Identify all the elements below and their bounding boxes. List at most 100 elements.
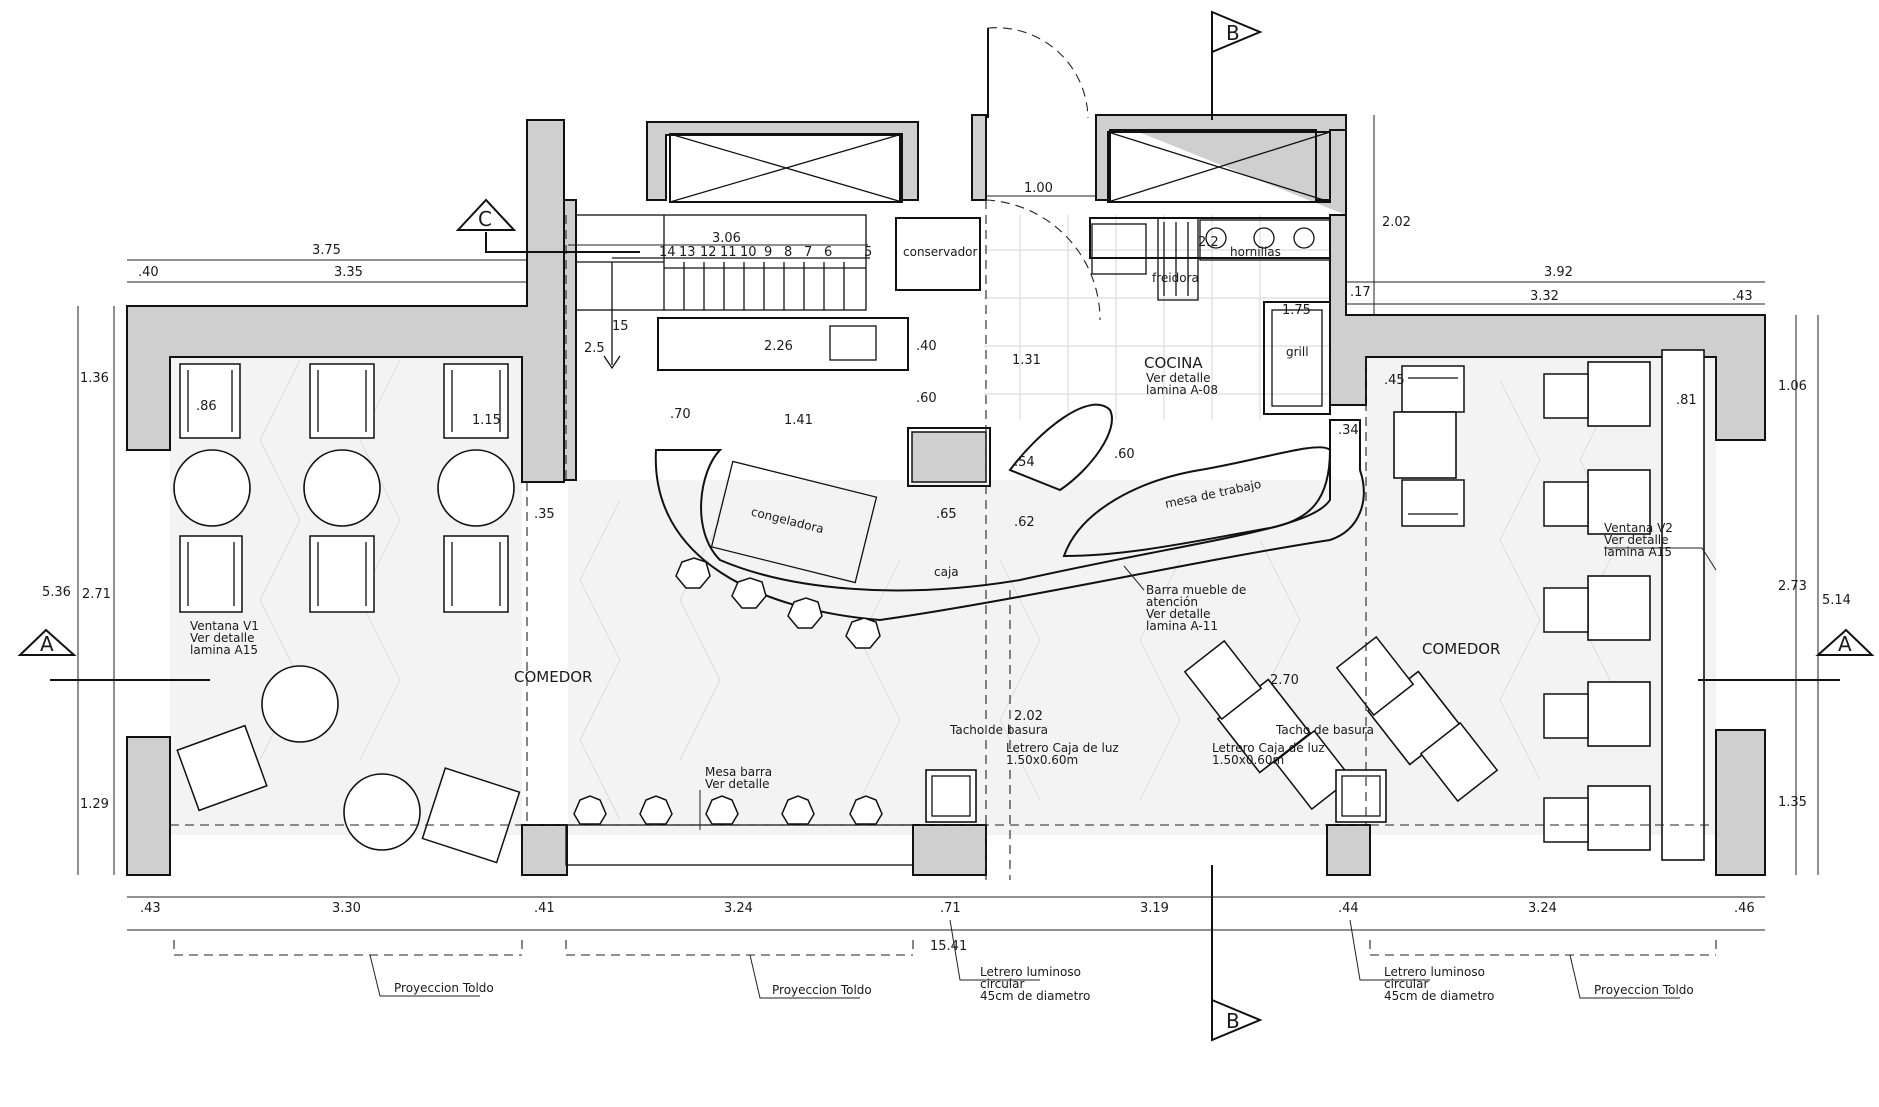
wall-door-jamb — [971, 114, 987, 201]
stool — [705, 795, 739, 825]
ventana-v2-note: Ventana V2 — [1604, 521, 1673, 535]
dim-1-36: 1.36 — [80, 371, 109, 386]
wall-left-top — [126, 119, 565, 483]
stair-step-7: 7 — [804, 245, 812, 260]
prep-curve — [1008, 403, 1113, 492]
dim-bot-0-41: .41 — [534, 901, 555, 916]
dim-bot-0-43: .43 — [140, 901, 161, 916]
sink-box — [829, 325, 877, 361]
dim-0-60b: .60 — [1114, 447, 1135, 462]
wall-right-bottom — [1715, 729, 1766, 876]
section-lines — [50, 32, 1840, 1010]
kitchen-equipment: conservador freidora hornillas grill — [657, 217, 1331, 487]
letrero-right-note: Letrero luminoso — [1384, 965, 1485, 979]
ventana-v2-note: Ver detalle — [1604, 533, 1669, 547]
counter-226 — [657, 317, 909, 371]
stool — [731, 577, 767, 609]
walls — [126, 114, 1766, 876]
barra-note: Ver detalle — [1146, 607, 1211, 621]
stairs — [575, 214, 870, 370]
ventana-v1-note: Ventana V1 — [190, 619, 259, 633]
stair-landing-15: 15 — [612, 319, 629, 334]
dim-1-31: 1.31 — [1012, 353, 1041, 368]
mesa-barra — [565, 824, 914, 866]
stool — [675, 557, 711, 589]
dim-2-70: 2.70 — [1270, 673, 1299, 688]
stair-step-13: 13 — [679, 245, 696, 260]
kitchen-door[interactable] — [985, 27, 1101, 321]
ventana-v1-note: lamina A15 — [190, 643, 258, 657]
dim-0-62: .62 — [1014, 515, 1035, 530]
svg-text:B: B — [1226, 21, 1240, 45]
svg-text:B: B — [1226, 1009, 1240, 1033]
dim-0-65: .65 — [936, 507, 957, 522]
round-table — [343, 773, 421, 851]
toldo-note-2: Proyeccion Toldo — [772, 983, 872, 997]
burner-icon — [1205, 227, 1227, 249]
dim-2-02: 2.02 — [1382, 215, 1411, 230]
caja-luz-right-note: 1.50x0.60m — [1212, 753, 1284, 767]
round-table — [437, 449, 515, 527]
column-box — [911, 431, 987, 483]
mesa-barra-note: Mesa barra — [705, 765, 772, 779]
barra-note: Barra mueble de — [1146, 583, 1246, 597]
stool — [787, 597, 823, 629]
dim-2-26: 2.26 — [764, 339, 793, 354]
dim-bot-3-24b: 3.24 — [1528, 901, 1557, 916]
dim-2-5: 2.5 — [584, 341, 605, 356]
stool — [781, 795, 815, 825]
dim-total-15-41: 15.41 — [930, 939, 967, 954]
dimension-lines — [77, 115, 1819, 931]
dim-2-71: 2.71 — [82, 587, 111, 602]
caja-luz-left-note: Letrero Caja de luz — [1006, 741, 1119, 755]
stair-numbers: 14 13 12 11 10 9 8 7 6 5 15 — [612, 245, 872, 334]
hornillas-box — [1199, 219, 1331, 261]
hornillas-label: hornillas — [1230, 245, 1281, 259]
dim-bot-3-30: 3.30 — [332, 901, 361, 916]
bar-stools — [565, 557, 914, 866]
counter-060 — [907, 427, 991, 487]
trash-bins — [925, 769, 1387, 823]
dim-2-73: 2.73 — [1778, 579, 1807, 594]
congeladora-box — [710, 460, 878, 584]
cocina-note-2: lamina A-08 — [1146, 383, 1218, 397]
round-table — [303, 449, 381, 527]
trash-bin-left — [925, 769, 977, 823]
stool — [639, 795, 673, 825]
mesa-de-trabajo — [1062, 446, 1332, 558]
caja-luz-left-note: 1.50x0.60m — [1006, 753, 1078, 767]
room-comedor-right: COMEDOR — [1422, 640, 1500, 658]
room-comedor-left: COMEDOR — [514, 668, 592, 686]
left-dining-furniture — [173, 363, 521, 864]
mesa-barra-note: Ver detalle — [705, 777, 770, 791]
sink-box — [1091, 223, 1147, 275]
dim-3-06: 3.06 — [712, 231, 741, 246]
wall-left-bottom — [126, 736, 171, 876]
dim-1-06: 1.06 — [1778, 379, 1807, 394]
stool — [849, 795, 883, 825]
dim-0-40: .40 — [138, 265, 159, 280]
right-dining-furniture — [1183, 349, 1705, 861]
dim-3-32: 3.32 — [1530, 289, 1559, 304]
stair-step-14: 14 — [659, 245, 676, 260]
kitchen-tile-grid — [984, 215, 1330, 420]
dim-0-54: .54 — [1014, 455, 1035, 470]
banquette — [1661, 349, 1705, 861]
stair-step-9: 9 — [764, 245, 772, 260]
toldo-note-1: Proyeccion Toldo — [394, 981, 494, 995]
svg-text:A: A — [1838, 632, 1852, 656]
round-table — [173, 449, 251, 527]
caja-label: caja — [934, 565, 959, 579]
wall-center-right-pier — [1326, 824, 1371, 876]
dim-2-2: 2.2 — [1198, 235, 1219, 250]
round-table — [261, 665, 339, 743]
stair-step-12: 12 — [700, 245, 717, 260]
dim-bot-3-19: 3.19 — [1140, 901, 1169, 916]
freidora-label: freidora — [1152, 271, 1199, 285]
dim-0-86: .86 — [196, 399, 217, 414]
letrero-left-note: Letrero luminoso — [980, 965, 1081, 979]
toldo-note-3: Proyeccion Toldo — [1594, 983, 1694, 997]
dim-1-35: 1.35 — [1778, 795, 1807, 810]
dim-0-81: .81 — [1676, 393, 1697, 408]
